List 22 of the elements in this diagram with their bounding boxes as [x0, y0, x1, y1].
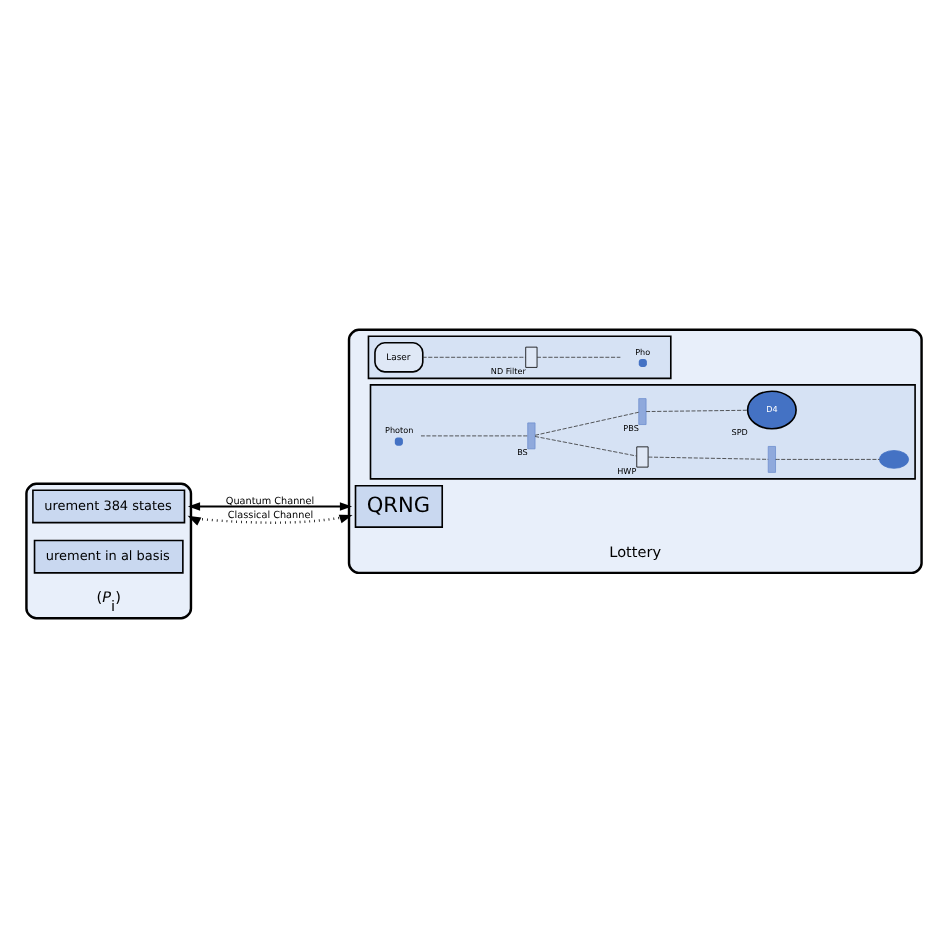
connector: [775, 459, 880, 460]
node-bar: [638, 398, 647, 425]
node-bar: [527, 422, 536, 450]
cluster: [25, 482, 193, 620]
cluster: [367, 335, 672, 380]
node-bar: [767, 446, 776, 473]
node-circle: [394, 437, 403, 446]
connector: [648, 456, 769, 460]
connector: [534, 436, 637, 457]
arrow: [187, 502, 353, 511]
connector: [645, 409, 748, 412]
connector: [534, 411, 640, 436]
node-detector: [879, 450, 909, 469]
arrow: [187, 514, 353, 526]
node-box: [636, 446, 649, 468]
connector: [422, 356, 526, 358]
node-box: [525, 346, 538, 368]
node-circle: [638, 358, 647, 367]
cluster: [347, 328, 923, 575]
node-box: QRNG: [354, 484, 444, 528]
cluster: [369, 384, 916, 480]
connector: [536, 356, 621, 358]
